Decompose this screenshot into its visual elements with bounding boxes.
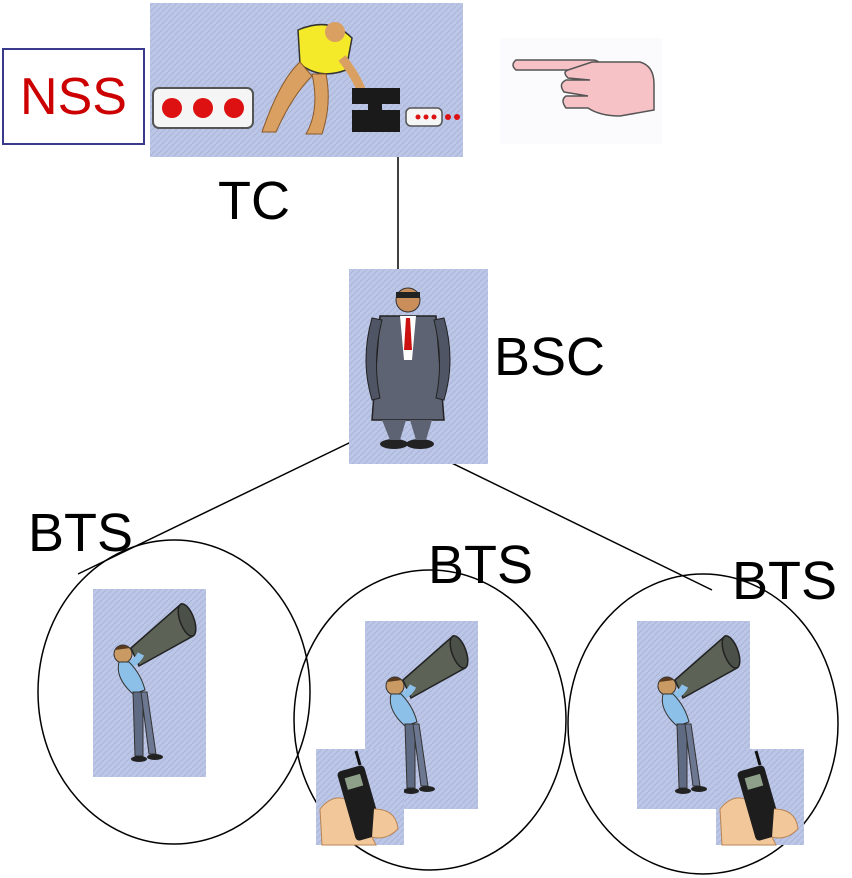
- tc-label: TC: [218, 171, 290, 231]
- bts-cell-1: [37, 539, 311, 845]
- mobile-phone-in-hand-icon: [314, 747, 406, 847]
- pointing-hand-icon: [500, 38, 662, 144]
- bts-label-1: BTS: [28, 503, 134, 563]
- nss-label: NSS: [20, 67, 127, 126]
- bts-cell-3: [567, 573, 839, 875]
- weightlifter-transcoder-icon: [150, 3, 463, 157]
- megaphone-man-icon: [93, 589, 206, 777]
- manager-standing-icon: [349, 269, 488, 464]
- bsc-label: BSC: [494, 327, 606, 387]
- mobile-phone-in-hand-icon: [714, 747, 806, 847]
- bts-label-2: BTS: [428, 535, 534, 595]
- nss-box: NSS: [2, 48, 145, 145]
- bsc-bts1-link: [77, 427, 381, 575]
- bts-cell-2: [293, 569, 567, 871]
- bts-label-3: BTS: [732, 551, 838, 611]
